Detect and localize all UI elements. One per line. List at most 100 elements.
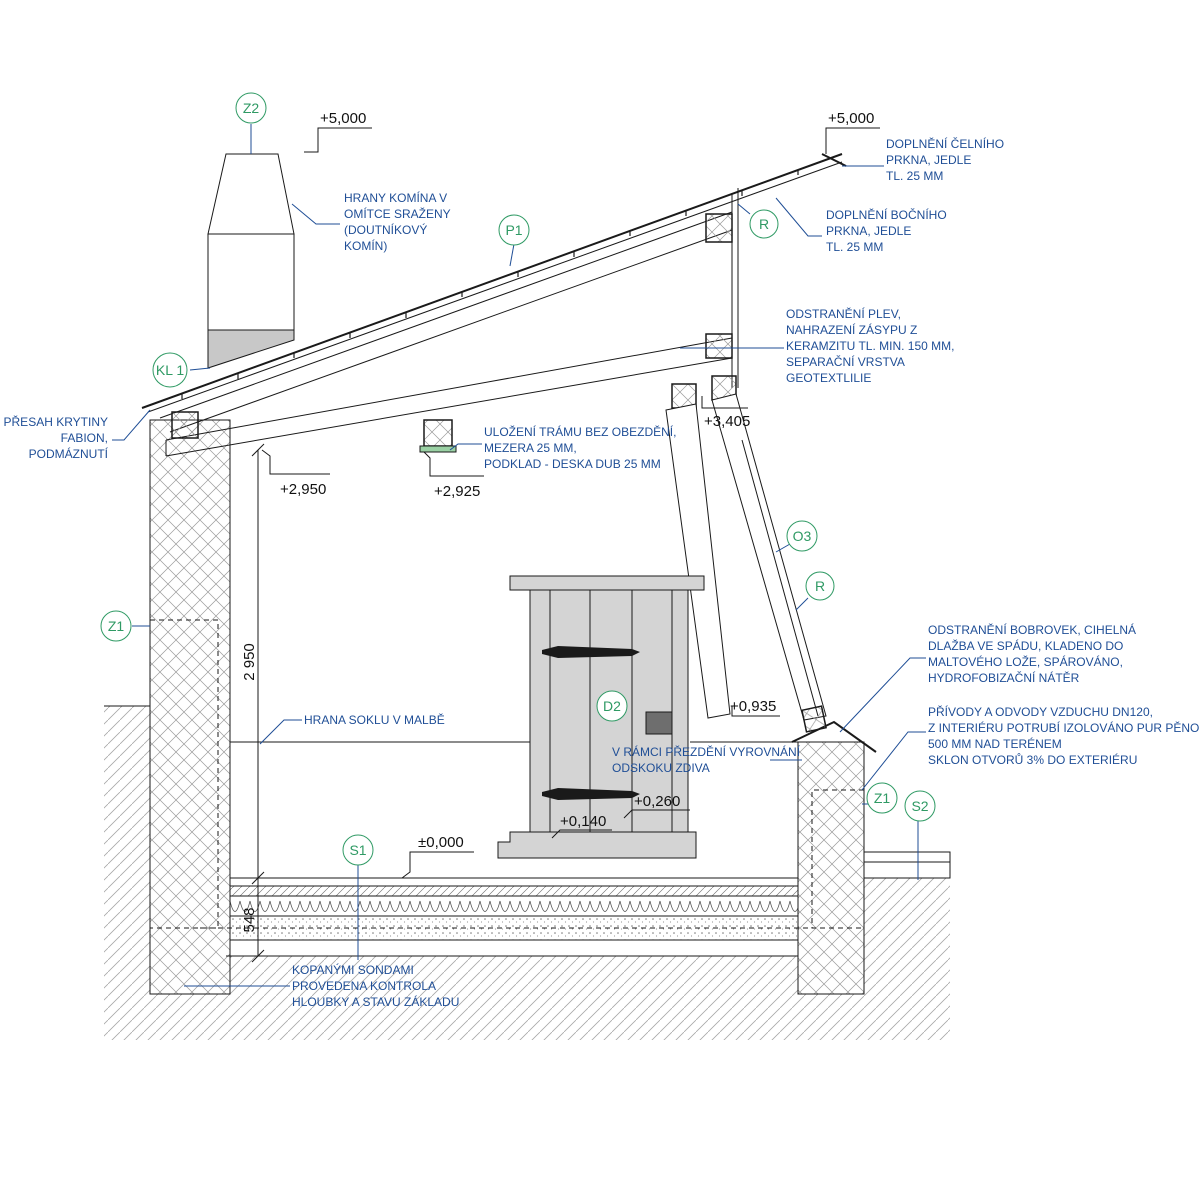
level-texts: +5,000 +5,000 +2,950 +2,925 +3,405 +0,93… <box>241 110 874 933</box>
roof-covering-top <box>141 153 843 409</box>
leader-overlap <box>112 409 151 441</box>
note-line: PŘÍVODY A ODVODY VZDUCHU DN120, <box>928 704 1153 719</box>
level-step1-mark <box>551 829 612 839</box>
note-line: OMÍTCE SRAŽENY <box>344 206 451 221</box>
note-line: HYDROFOBIZAČNÍ NÁTĚR <box>928 670 1080 685</box>
height-dimension: 2 950 <box>241 643 258 681</box>
note-line: PŘESAH KRYTINY <box>4 414 108 429</box>
level-floor-mark <box>401 851 474 879</box>
level-top-right-mark <box>825 127 880 154</box>
sloped-wall-outer <box>711 393 827 721</box>
roof-ceiling-joist-top <box>165 337 733 441</box>
svg-text:R: R <box>815 578 825 594</box>
note-line: NAHRAZENÍ ZÁSYPU Z <box>786 322 917 337</box>
floor-screed <box>229 885 799 897</box>
note-chaff: ODSTRANĚNÍ PLEV,NAHRAZENÍ ZÁSYPU Z KERAMZ… <box>786 306 954 385</box>
svg-text:D2: D2 <box>603 698 621 714</box>
terrace-paving <box>863 851 951 879</box>
level-sill: +0,935 <box>730 698 776 715</box>
tag-z1-left: Z1 <box>100 610 132 642</box>
note-line: MALTOVÉHO LOŽE, SPÁROVÁNO, <box>928 654 1123 669</box>
tag-s2: S2 <box>904 790 936 822</box>
tag-d2: D2 <box>596 690 628 722</box>
door-lintel <box>509 575 705 591</box>
level-top-left: +5,000 <box>320 110 366 127</box>
note-line: PODMÁZNUTÍ <box>29 446 109 461</box>
tag-r-mid: R <box>805 571 835 601</box>
note-line: ULOŽENÍ TRÁMU BEZ OBEZDĚNÍ, <box>484 424 676 439</box>
svg-text:Z1: Z1 <box>874 790 891 806</box>
note-line: HLOUBKY A STAVU ZÁKLADU <box>292 994 459 1009</box>
note-line: SKLON OTVORŮ 3% DO EXTERIÉRU <box>928 752 1137 767</box>
leader-plinth <box>259 719 302 745</box>
ground-soil-right <box>798 878 950 1040</box>
tag-s1: S1 <box>342 834 374 866</box>
floor-gravel <box>229 939 799 957</box>
left-wall-plaster-dashed <box>150 619 219 929</box>
beam-mid-pad <box>419 445 457 453</box>
tag-z2: Z2 <box>235 92 267 124</box>
beam-wall-head-left <box>671 383 697 409</box>
sloped-wall-layer <box>741 439 819 717</box>
note-line: KERAMZITU TL. MIN. 150 MM, <box>786 339 954 353</box>
note-line: ODSTRANĚNÍ PLEV, <box>786 306 901 321</box>
ground-soil-under <box>230 956 798 1040</box>
note-line: FABION, <box>61 431 108 445</box>
chimney-body <box>207 233 295 331</box>
height-dim-tick-bottom <box>251 871 265 885</box>
svg-text:Z2: Z2 <box>243 100 260 116</box>
note-line: ODSTRANĚNÍ BOBROVEK, CIHELNÁ <box>928 622 1136 637</box>
svg-text:P1: P1 <box>505 222 522 238</box>
door-hinge-bottom <box>542 788 640 800</box>
note-line: KOPANÝMI SONDAMI <box>292 962 414 977</box>
chimney-cap <box>207 153 295 235</box>
level-wall-head-mark <box>701 396 748 409</box>
beam-mid <box>423 419 453 447</box>
eave-flashing <box>821 153 847 167</box>
height-dim-tick-top <box>251 443 265 457</box>
svg-text:R: R <box>759 216 769 232</box>
leader-p1 <box>509 243 515 267</box>
roof-tile-ticks <box>181 170 799 399</box>
note-line: Z INTERIÉRU POTRUBÍ IZOLOVÁNO PUR PĚNOU <box>928 720 1200 735</box>
tags: Z2 P1 R KL 1 Z1 O3 R D2 S1 Z1 S2 <box>100 92 936 866</box>
ground <box>104 705 951 1040</box>
floor-insulation <box>229 895 799 917</box>
level-step-2: +0,260 <box>634 793 680 810</box>
beam-end-left <box>171 411 199 439</box>
note-line: DLAŽBA VE SPÁDU, KLADENO DO <box>928 638 1123 653</box>
svg-text:O3: O3 <box>793 528 812 544</box>
note-line: (DOUTNÍKOVÝ <box>344 222 427 237</box>
roof-ceiling-joist-bottom <box>165 357 733 457</box>
beam-ridge-top <box>705 213 733 243</box>
leader-r-mid <box>795 597 809 611</box>
svg-text:KL 1: KL 1 <box>156 362 184 378</box>
level-ceiling: +2,950 <box>280 481 326 498</box>
note-line: PRKNA, JEDLE <box>826 224 911 238</box>
note-line: PODKLAD - DESKA DUB 25 MM <box>484 457 661 471</box>
door-vent <box>645 711 673 735</box>
leader-r-top <box>737 203 751 215</box>
door-hinge-top <box>542 646 640 658</box>
note-line: TL. 25 MM <box>826 240 883 254</box>
note-line: DOPLNĚNÍ ČELNÍHO <box>886 136 1004 151</box>
right-wall-plaster-dashed <box>811 789 864 929</box>
chimney <box>207 153 295 369</box>
door-steps <box>497 831 697 859</box>
leader-o3 <box>775 543 791 553</box>
leader-kl1 <box>189 367 211 371</box>
note-line: 500 MM NAD TERÉNEM <box>928 736 1062 751</box>
roof-rafter-bottom <box>169 229 733 433</box>
chimney-base-shadow <box>207 329 295 369</box>
note-line: GEOTEXTLILIE <box>786 371 871 385</box>
tag-z1-right: Z1 <box>866 782 898 814</box>
svg-text:S1: S1 <box>349 842 366 858</box>
level-wall-head: +3,405 <box>704 413 750 430</box>
